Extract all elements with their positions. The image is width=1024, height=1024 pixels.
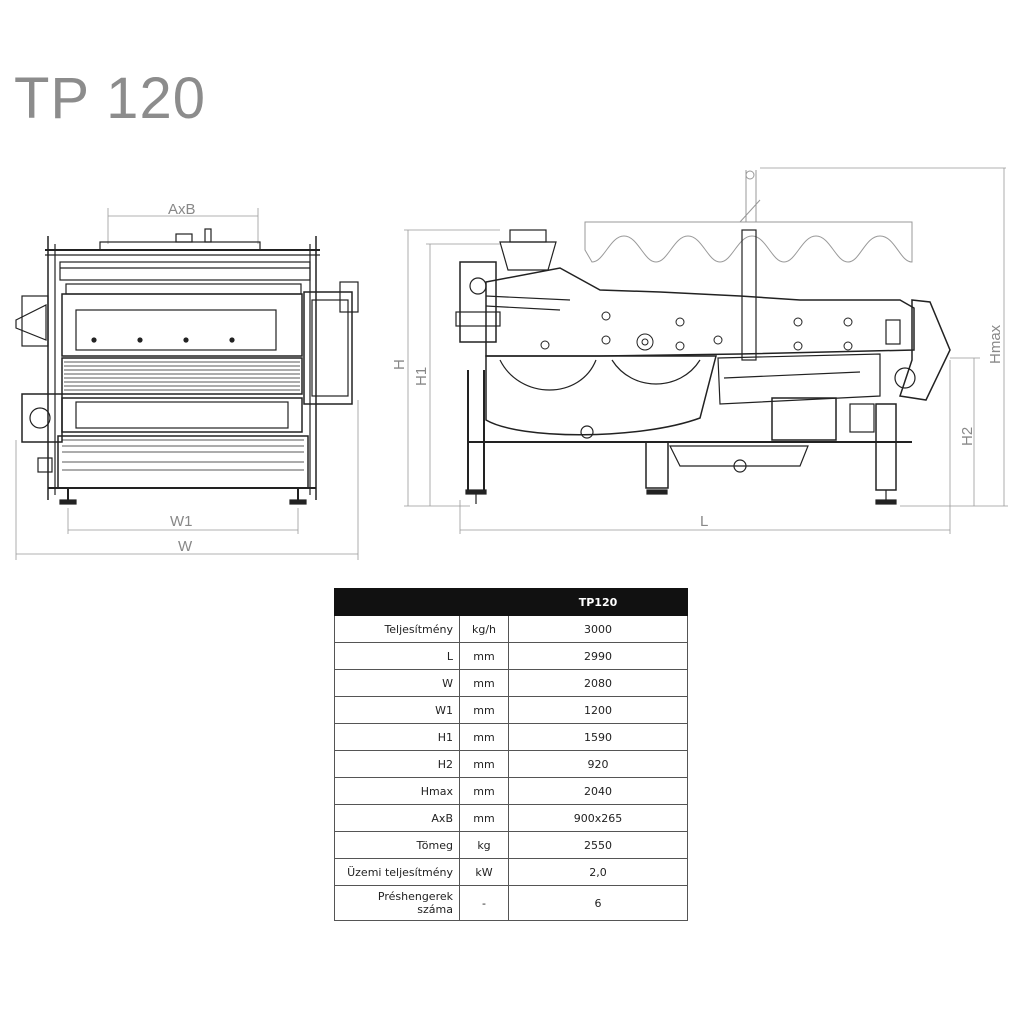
side-view: H H1 L H2 Hmax xyxy=(391,167,1008,534)
header-cell xyxy=(459,588,509,616)
h1-label: H1 xyxy=(413,367,430,386)
spec-value: 900x265 xyxy=(508,804,688,832)
h-label: H xyxy=(391,359,408,370)
w1-label: W1 xyxy=(170,513,193,530)
header-cell-model: TP120 xyxy=(508,588,688,616)
spec-value: 3000 xyxy=(508,615,688,643)
spec-name: W xyxy=(334,669,460,697)
table-row: W mm 2080 xyxy=(334,669,688,697)
spec-name: Préshengerek száma xyxy=(334,885,460,921)
table-row: H2 mm 920 xyxy=(334,750,688,778)
technical-drawing: AxB xyxy=(15,167,1008,560)
spec-name: Hmax xyxy=(334,777,460,805)
header-cell xyxy=(334,588,460,616)
table-row: W1 mm 1200 xyxy=(334,696,688,724)
spec-value: 2040 xyxy=(508,777,688,805)
front-view: AxB xyxy=(15,201,359,560)
table-row: Préshengerek száma - 6 xyxy=(334,885,688,921)
page-title: TP 120 xyxy=(14,66,206,131)
spec-name: Teljesítmény xyxy=(334,615,460,643)
axb-label: AxB xyxy=(168,201,196,218)
table-row: Hmax mm 2040 xyxy=(334,777,688,805)
spec-value: 2990 xyxy=(508,642,688,670)
spec-name: H2 xyxy=(334,750,460,778)
hmax-label: Hmax xyxy=(987,324,1004,364)
table-row: L mm 2990 xyxy=(334,642,688,670)
spec-unit: mm xyxy=(459,669,509,697)
spec-name: Üzemi teljesítmény xyxy=(334,858,460,886)
spec-unit: mm xyxy=(459,642,509,670)
spec-value: 1590 xyxy=(508,723,688,751)
spec-name: AxB xyxy=(334,804,460,832)
h2-label: H2 xyxy=(959,427,976,446)
spec-name: W1 xyxy=(334,696,460,724)
spec-unit: - xyxy=(459,885,509,921)
table-row: Üzemi teljesítmény kW 2,0 xyxy=(334,858,688,886)
l-label: L xyxy=(700,513,708,530)
spec-value: 2,0 xyxy=(508,858,688,886)
spec-unit: kg/h xyxy=(459,615,509,643)
spec-value: 2550 xyxy=(508,831,688,859)
spec-name: H1 xyxy=(334,723,460,751)
spec-unit: mm xyxy=(459,750,509,778)
spec-unit: kW xyxy=(459,858,509,886)
table-row: Tömeg kg 2550 xyxy=(334,831,688,859)
spec-table: TP120 Teljesítmény kg/h 3000 L mm 2990 W… xyxy=(334,588,688,921)
spec-name: L xyxy=(334,642,460,670)
spec-value: 2080 xyxy=(508,669,688,697)
spec-unit: mm xyxy=(459,804,509,832)
spec-unit: kg xyxy=(459,831,509,859)
spec-unit: mm xyxy=(459,723,509,751)
w-label: W xyxy=(178,538,193,555)
table-row: Teljesítmény kg/h 3000 xyxy=(334,615,688,643)
table-row: H1 mm 1590 xyxy=(334,723,688,751)
spec-unit: mm xyxy=(459,777,509,805)
spec-unit: mm xyxy=(459,696,509,724)
spec-table-header: TP120 xyxy=(334,588,688,616)
spec-name: Tömeg xyxy=(334,831,460,859)
spec-value: 6 xyxy=(508,885,688,921)
table-row: AxB mm 900x265 xyxy=(334,804,688,832)
spec-value: 1200 xyxy=(508,696,688,724)
spec-value: 920 xyxy=(508,750,688,778)
